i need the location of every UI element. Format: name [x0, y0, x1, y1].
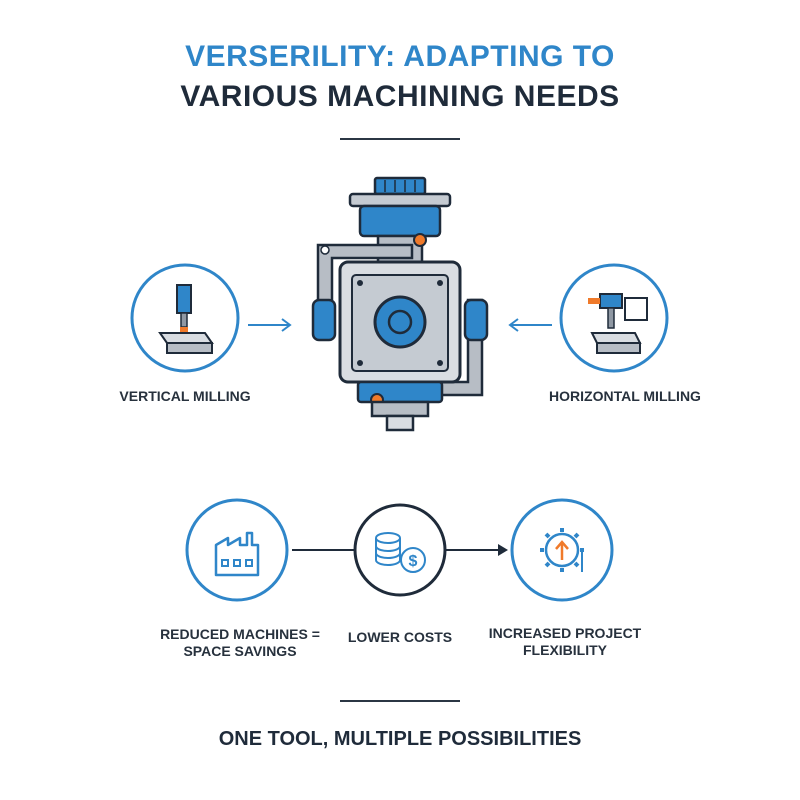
gear-arrow-icon: [510, 498, 614, 602]
title-line-2: VARIOUS MACHINING NEEDS: [180, 80, 620, 113]
horizontal-milling-label: HORIZONTAL MILLING: [549, 388, 701, 404]
top-divider: [340, 138, 460, 140]
horizontal-milling-icon: [559, 263, 669, 373]
vertical-milling-icon: [130, 263, 240, 373]
footer-tagline: ONE TOOL, MULTIPLE POSSIBILITIES: [218, 728, 582, 750]
svg-text:$: $: [409, 553, 418, 570]
flow-arrow-2: [445, 544, 508, 556]
coins-dollar-icon: $: [353, 503, 447, 597]
factory-icon: [185, 498, 289, 602]
benefit-label-space: REDUCED MACHINES = SPACE SAVINGS: [160, 626, 320, 659]
benefit-label-flexibility: INCREASED PROJECT FLEXIBILITY: [488, 625, 642, 658]
arrow-right-icon: [248, 318, 292, 332]
bottom-divider: [340, 700, 460, 702]
vertical-milling-label: VERTICAL MILLING: [119, 388, 251, 404]
benefit-label-costs: LOWER COSTS: [347, 629, 453, 645]
arrow-left-icon: [508, 318, 552, 332]
machining-head-illustration: [311, 176, 489, 432]
title-line-1: VERSERILITY: ADAPTING TO: [185, 40, 615, 73]
